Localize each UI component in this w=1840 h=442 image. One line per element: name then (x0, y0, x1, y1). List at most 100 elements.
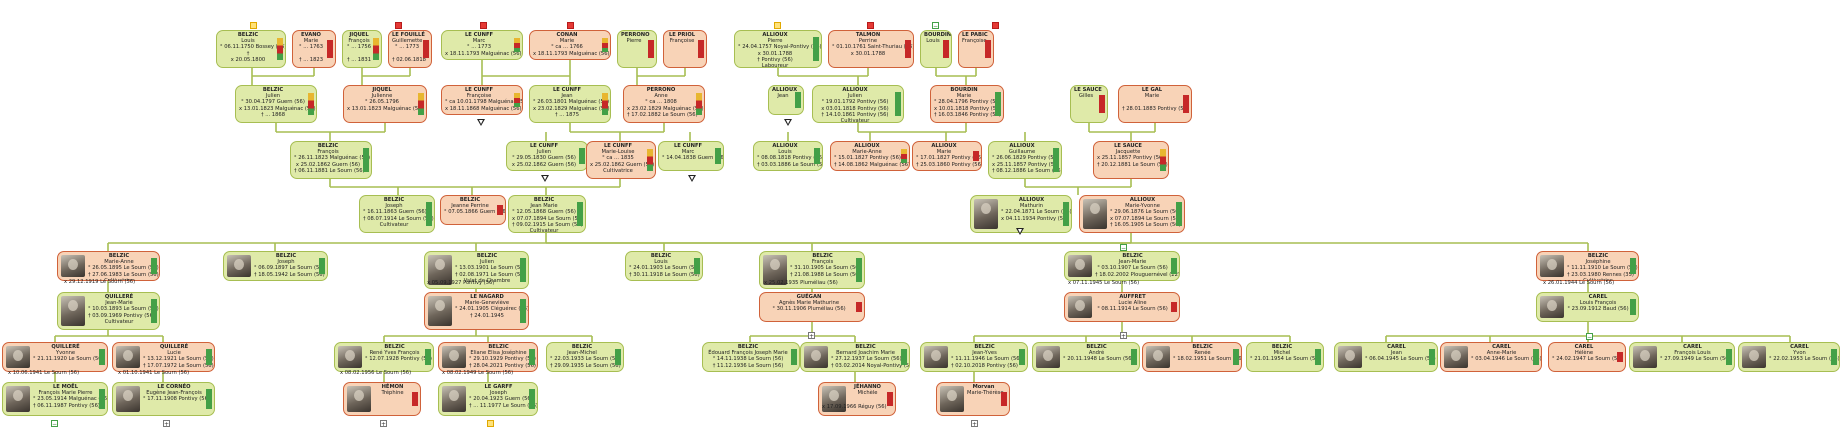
gender-marker-icon[interactable] (992, 22, 999, 29)
source-status-bar (529, 389, 535, 409)
person-detail-line: ° 22.03.1933 Le Sourn (56) (550, 356, 621, 363)
collapse-triangle-icon[interactable] (688, 175, 696, 182)
expand-toggle-icon[interactable]: + (163, 420, 170, 428)
gender-marker-icon[interactable] (567, 22, 574, 29)
person-detail-line: † Pontivy (56) (757, 56, 793, 63)
collapse-triangle-icon[interactable] (541, 175, 549, 182)
gender-female-marker-icon[interactable] (250, 22, 257, 29)
gender-marker-icon[interactable] (395, 22, 402, 29)
collapse-triangle-icon[interactable] (1016, 228, 1024, 235)
expand-toggle-icon[interactable]: − (1120, 244, 1127, 252)
marriage-label: x 07.11.1945 Le Sourn (56) (1068, 280, 1140, 286)
person-given-name: Lucie (167, 350, 181, 357)
gender-marker-icon[interactable] (867, 22, 874, 29)
person-given-name: François (811, 259, 834, 266)
expand-toggle-icon[interactable]: + (971, 420, 978, 428)
gender-marker-icon[interactable] (774, 22, 781, 29)
expand-toggle-icon[interactable]: + (1120, 332, 1127, 340)
expand-toggle-icon[interactable]: + (808, 332, 815, 340)
gender-marker-icon[interactable]: − (932, 22, 939, 30)
collapse-triangle-icon[interactable] (477, 119, 485, 126)
expand-toggle-icon[interactable]: + (380, 420, 387, 428)
expand-toggle-icon[interactable]: − (51, 420, 58, 428)
gender-marker-icon[interactable] (480, 22, 487, 29)
person-detail-line: ° ca ... 1835 (602, 155, 634, 162)
expand-toggle-icon[interactable]: − (1586, 333, 1593, 341)
person-detail-line: † 27.06.1983 Le Sourn (56) (88, 271, 159, 278)
collapse-triangle-icon[interactable] (784, 119, 792, 126)
expand-toggle-icon[interactable] (487, 420, 494, 427)
